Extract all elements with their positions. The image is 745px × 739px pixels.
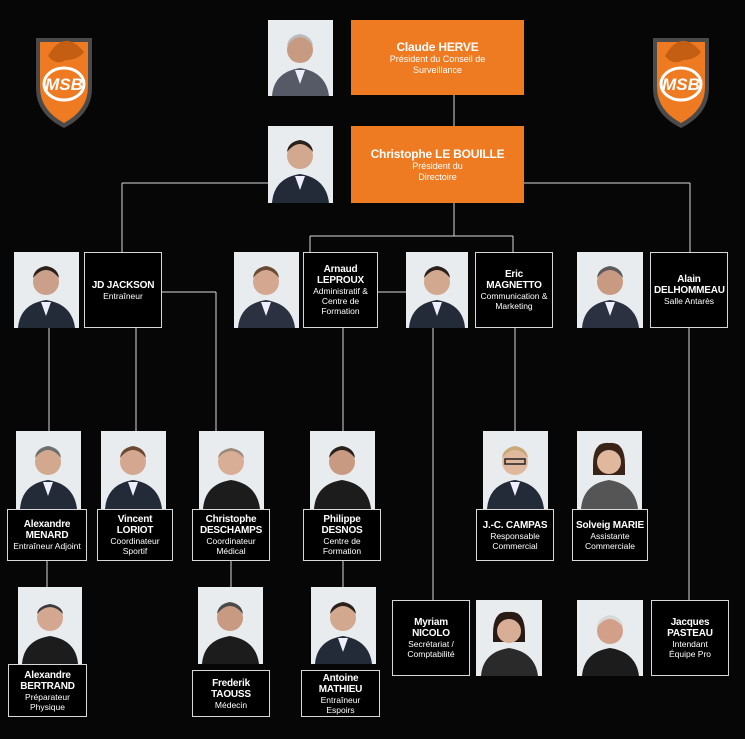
name-menard: Alexandre MENARD bbox=[23, 519, 71, 541]
box-deschamps: Christophe DESCHAMPS Coordinateur Médica… bbox=[192, 509, 270, 561]
role-jackson: Entraîneur bbox=[103, 290, 143, 301]
role-lebouille: Président du Directoire bbox=[412, 161, 463, 182]
photo-menard bbox=[16, 431, 81, 509]
box-campas: J.-C. CAMPAS Responsable Commercial bbox=[476, 509, 554, 561]
name-leproux: Arnaud LEPROUX bbox=[317, 264, 364, 286]
role-loriot: Coordinateur Sportif bbox=[110, 536, 160, 556]
name-loriot: Vincent LORIOT bbox=[116, 514, 154, 536]
role-herve: Président du Conseil de Surveillance bbox=[389, 54, 486, 75]
name-nicolo: Myriam NICOLO bbox=[412, 617, 450, 639]
box-mathieu: Antoine MATHIEU Entraîneur Espoirs bbox=[301, 670, 380, 717]
role-leproux: Administratif & Centre de Formation bbox=[313, 286, 368, 316]
photo-jackson bbox=[14, 252, 79, 328]
role-desnos: Centre de Formation bbox=[322, 536, 362, 556]
name-jackson: JD JACKSON bbox=[91, 279, 155, 291]
name-mathieu: Antoine MATHIEU bbox=[318, 672, 363, 695]
role-marie: Assistante Commerciale bbox=[584, 530, 636, 551]
photo-marie bbox=[577, 431, 642, 509]
role-deschamps: Coordinateur Médical bbox=[206, 536, 256, 556]
box-marie: Solveig MARIE Assistante Commerciale bbox=[572, 509, 648, 561]
photo-pasteau bbox=[577, 600, 643, 676]
photo-delhommeau bbox=[577, 252, 643, 328]
box-jackson: JD JACKSON Entraîneur bbox=[84, 252, 162, 328]
name-deschamps: Christophe DESCHAMPS bbox=[199, 514, 263, 536]
box-leproux: Arnaud LEPROUX Administratif & Centre de… bbox=[303, 252, 378, 328]
photo-bertrand bbox=[18, 587, 82, 664]
msb-logo-right: MSB bbox=[653, 38, 709, 128]
role-nicolo: Secrétariat / Comptabilité bbox=[407, 639, 455, 659]
name-bertrand: Alexandre BERTRAND bbox=[20, 669, 75, 692]
name-magnetto: Eric MAGNETTO bbox=[486, 269, 542, 291]
photo-magnetto bbox=[406, 252, 468, 328]
role-campas: Responsable Commercial bbox=[490, 530, 540, 551]
logo-text: MSB bbox=[662, 75, 700, 94]
role-mathieu: Entraîneur Espoirs bbox=[320, 694, 361, 715]
role-taouss: Médecin bbox=[214, 699, 248, 710]
photo-nicolo bbox=[476, 600, 542, 676]
photo-loriot bbox=[101, 431, 166, 509]
box-pasteau: Jacques PASTEAU Intendant Équipe Pro bbox=[651, 600, 729, 676]
photo-mathieu bbox=[311, 587, 376, 664]
role-delhommeau: Salle Antarès bbox=[663, 296, 715, 306]
photo-campas bbox=[483, 431, 548, 509]
photo-lebouille bbox=[268, 126, 333, 203]
photo-deschamps bbox=[199, 431, 264, 509]
name-herve: Claude HERVE bbox=[396, 40, 479, 54]
name-marie: Solveig MARIE bbox=[576, 519, 644, 531]
box-taouss: Frederik TAOUSS Médecin bbox=[192, 670, 270, 717]
box-loriot: Vincent LORIOT Coordinateur Sportif bbox=[97, 509, 173, 561]
box-herve: Claude HERVE Président du Conseil de Sur… bbox=[351, 20, 524, 95]
name-lebouille: Christophe LE BOUILLE bbox=[370, 147, 505, 161]
msb-logo-left: MSB bbox=[36, 38, 92, 128]
role-pasteau: Intendant Équipe Pro bbox=[668, 639, 712, 659]
name-taouss: Frederik TAOUSS bbox=[211, 677, 251, 700]
box-menard: Alexandre MENARD Entraîneur Adjoint bbox=[7, 509, 87, 561]
role-magnetto: Communication & Marketing bbox=[480, 291, 548, 311]
photo-desnos bbox=[310, 431, 375, 509]
box-delhommeau: Alain DELHOMMEAU Salle Antarès bbox=[650, 252, 728, 328]
box-magnetto: Eric MAGNETTO Communication & Marketing bbox=[475, 252, 553, 328]
name-desnos: Philippe DESNOS bbox=[321, 514, 363, 536]
photo-taouss bbox=[198, 587, 263, 664]
name-pasteau: Jacques PASTEAU bbox=[667, 617, 713, 639]
box-bertrand: Alexandre BERTRAND Préparateur Physique bbox=[8, 664, 87, 717]
logo-text: MSB bbox=[45, 75, 83, 94]
name-campas: J.-C. CAMPAS bbox=[482, 519, 548, 531]
box-nicolo: Myriam NICOLO Secrétariat / Comptabilité bbox=[392, 600, 470, 676]
role-menard: Entraîneur Adjoint bbox=[13, 541, 81, 551]
role-bertrand: Préparateur Physique bbox=[25, 691, 70, 712]
name-delhommeau: Alain DELHOMMEAU bbox=[654, 274, 725, 296]
box-desnos: Philippe DESNOS Centre de Formation bbox=[303, 509, 381, 561]
photo-herve bbox=[268, 20, 333, 96]
photo-leproux bbox=[234, 252, 299, 328]
box-lebouille: Christophe LE BOUILLE Président du Direc… bbox=[351, 126, 524, 203]
